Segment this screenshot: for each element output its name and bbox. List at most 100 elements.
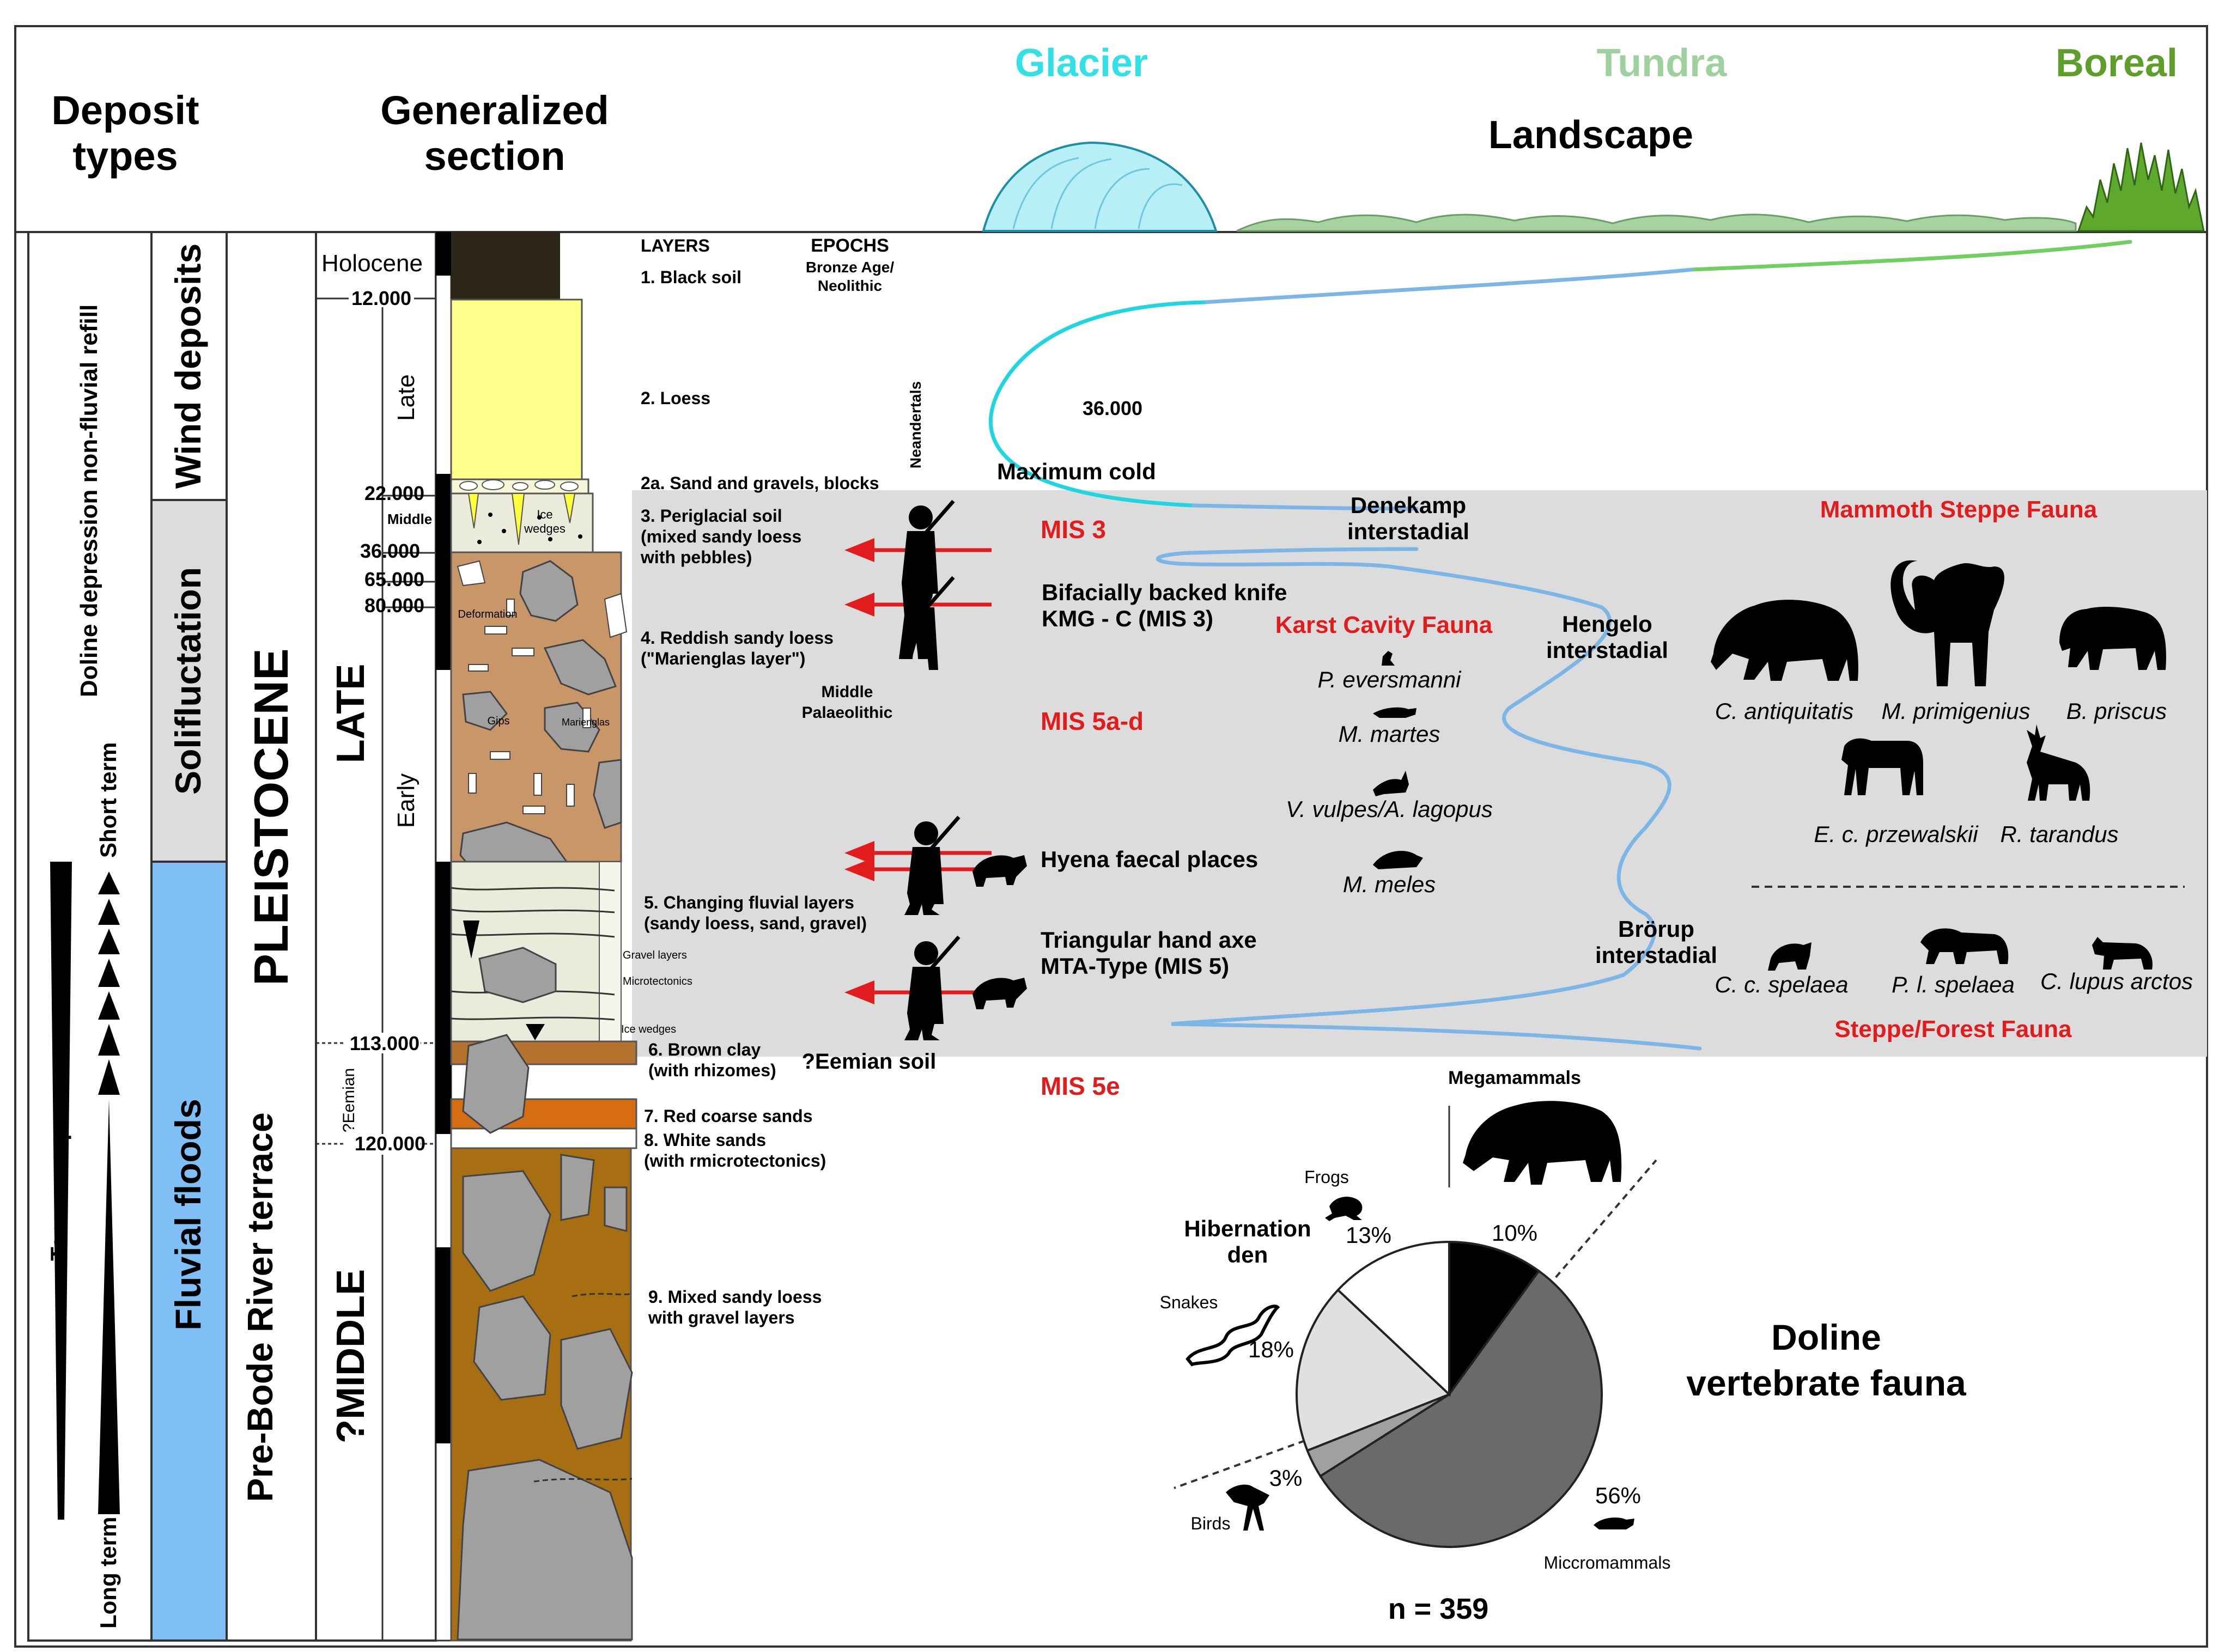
svg-text:22.000: 22.000 xyxy=(364,482,424,504)
svg-text:Frogs: Frogs xyxy=(1304,1167,1349,1187)
deformation-label: Deformation xyxy=(458,608,518,620)
svg-text:2a. Sand and gravels, blocks: 2a. Sand and gravels, blocks xyxy=(641,473,879,493)
pie-slice-frogs xyxy=(1336,1240,1450,1397)
sub-middle-label: Middle xyxy=(387,511,432,527)
pie-slice-snakes xyxy=(1296,1288,1451,1452)
svg-text:Bifacially backed knife: Bifacially backed knife xyxy=(1042,580,1287,605)
svg-text:interstadial: interstadial xyxy=(1347,519,1469,544)
svg-text:Bronze Age/: Bronze Age/ xyxy=(806,259,895,276)
middle-q-label: ?MIDDLE xyxy=(329,1269,373,1443)
svg-text:Brörup: Brörup xyxy=(1618,916,1694,942)
svg-text:M. primigenius: M. primigenius xyxy=(1881,698,2030,724)
pie-slice-megamammals xyxy=(1448,1240,1541,1398)
svg-text:7. Red coarse sands: 7. Red coarse sands xyxy=(644,1106,812,1126)
climate-labels: 36.000 Maximum cold Denekamp interstadia… xyxy=(997,397,1717,968)
svg-text:vertebrate fauna: vertebrate fauna xyxy=(1686,1363,1967,1403)
climate-curve xyxy=(989,240,2132,1051)
deposit-types-heading: Deposit types xyxy=(51,88,199,179)
svg-text:4. Reddish sandy loess: 4. Reddish sandy loess xyxy=(641,628,834,648)
fox-icon xyxy=(1373,771,1409,796)
fluvial-floods-cell xyxy=(150,861,228,1642)
svg-text:Hibernation: Hibernation xyxy=(1184,1216,1311,1241)
tundra-label: Tundra xyxy=(1597,41,1728,85)
steppe-forest-title: Steppe/Forest Fauna xyxy=(1834,1016,2072,1043)
svg-text:M. martes: M. martes xyxy=(1339,721,1440,747)
svg-text:C. c. spelaea: C. c. spelaea xyxy=(1715,972,1848,997)
svg-text:5. Changing fluvial layers: 5. Changing fluvial layers xyxy=(644,893,854,912)
svg-text:9. Mixed sandy loess: 9. Mixed sandy loess xyxy=(648,1287,822,1307)
svg-text:types: types xyxy=(72,133,178,179)
svg-text:Middle: Middle xyxy=(822,683,873,701)
karst-fauna-species: P. eversmanni M. martes V. vulpes/A. lag… xyxy=(1286,667,1493,897)
tundra-hills xyxy=(1236,214,2077,232)
svg-text:Megamammals: Megamammals xyxy=(1448,1068,1581,1088)
pleistocene-label: PLEISTOCENE xyxy=(244,648,298,985)
holocene-label: Holocene xyxy=(321,250,423,277)
doline-label: Doline depression non-fluvial refill xyxy=(76,304,102,697)
doline-pie-chart xyxy=(1296,1240,1603,1548)
pie-divider-mega xyxy=(1547,1159,1657,1287)
long-term-label: Long term xyxy=(95,1517,121,1629)
bison-icon xyxy=(2059,607,2166,670)
steppe-forest-icons xyxy=(1768,928,2153,971)
svg-text:P. eversmanni: P. eversmanni xyxy=(1317,667,1462,692)
svg-text:3%: 3% xyxy=(1269,1465,1303,1491)
svg-text:Birds: Birds xyxy=(1191,1514,1231,1533)
svg-text:12.000: 12.000 xyxy=(351,287,411,309)
marienglas-label: Marienglas xyxy=(562,717,610,728)
glacier-label: Glacier xyxy=(1015,41,1148,85)
svg-text:C. lupus arctos: C. lupus arctos xyxy=(2040,968,2193,994)
svg-text:MIS 5a-d: MIS 5a-d xyxy=(1041,707,1144,735)
pie-slice-miccromammals xyxy=(1318,1269,1603,1548)
cave-lion-icon xyxy=(1920,928,2009,964)
svg-text:10%: 10% xyxy=(1492,1220,1537,1246)
generalized-section: Ice wedges Deformation Gips Marienglas xyxy=(435,231,692,1642)
svg-text:8. White sands: 8. White sands xyxy=(644,1130,766,1150)
svg-text:13%: 13% xyxy=(1346,1222,1391,1248)
frog-icon xyxy=(1325,1197,1363,1221)
svg-text:V. vulpes/A. lagopus: V. vulpes/A. lagopus xyxy=(1286,796,1493,822)
badger-icon xyxy=(1373,851,1423,869)
svg-text:(with rmicrotectonics): (with rmicrotectonics) xyxy=(644,1151,826,1171)
svg-text:65.000: 65.000 xyxy=(364,568,424,590)
layer-8-white-sands xyxy=(450,1127,637,1149)
svg-text:2. Loess: 2. Loess xyxy=(641,388,710,408)
landscape-heading: Landscape xyxy=(1488,113,1693,157)
svg-text:Deposit: Deposit xyxy=(51,88,199,133)
wind-deposits-label: Wind deposits xyxy=(168,243,208,489)
doline-fauna-icons xyxy=(1186,1101,1634,1531)
solifluction-label: Solifluctation xyxy=(168,567,208,795)
svg-text:?Eemian soil: ?Eemian soil xyxy=(802,1050,937,1074)
svg-text:B. priscus: B. priscus xyxy=(2066,698,2167,724)
svg-text:C. antiquitatis: C. antiquitatis xyxy=(1715,698,1853,724)
age-labels: 12.000 22.000 36.000 65.000 80.000 113.0… xyxy=(344,287,425,1155)
neandertal-icon xyxy=(899,499,960,1040)
mammoth-fauna-title: Mammoth Steppe Fauna xyxy=(1820,496,2098,523)
svg-text:MTA-Type (MIS 5): MTA-Type (MIS 5) xyxy=(1041,953,1229,979)
short-term-label: Short term xyxy=(95,742,121,858)
mammoth-fauna-species: C. antiquitatis M. primigenius B. priscu… xyxy=(1715,698,2167,847)
svg-text:36.000: 36.000 xyxy=(360,540,420,562)
fluvial-floods-label: Fluvial floods xyxy=(168,1099,208,1330)
terrace-sequence-arrows xyxy=(50,862,120,1520)
microtectonics-label: Microtectonics xyxy=(623,976,692,987)
eemian-q-label: ?Eemian xyxy=(340,1068,358,1132)
svg-text:120.000: 120.000 xyxy=(355,1132,425,1155)
boreal-label: Boreal xyxy=(2056,41,2178,85)
svg-text:36.000: 36.000 xyxy=(1083,397,1142,419)
mis-labels: MIS 3 MIS 5a-d MIS 5e xyxy=(1041,515,1144,1100)
svg-text:Maximum cold: Maximum cold xyxy=(997,459,1156,484)
layer-descriptions: LAYERS 1. Black soil 2. Loess 2a. Sand a… xyxy=(640,236,879,1327)
steppe-forest-species: C. c. spelaea P. l. spelaea C. lupus arc… xyxy=(1715,968,2193,997)
woolly-rhino-icon xyxy=(1711,600,1858,681)
mammoth-fauna-icons xyxy=(1711,560,2166,801)
pie-divider-birds xyxy=(1174,1440,1305,1489)
svg-text:Hyena faecal places: Hyena faecal places xyxy=(1041,846,1258,872)
epoch-labels: EPOCHS Bronze Age/ Neolithic Neandertals… xyxy=(802,235,937,1074)
gips-label: Gips xyxy=(487,715,509,727)
svg-text:MIS 5e: MIS 5e xyxy=(1041,1072,1120,1100)
svg-text:6. Brown clay: 6. Brown clay xyxy=(648,1040,761,1059)
svg-text:P. l. spelaea: P. l. spelaea xyxy=(1892,972,2015,997)
generalized-section-heading: Generalized section xyxy=(380,88,609,179)
svg-text:Triangular hand axe: Triangular hand axe xyxy=(1041,927,1257,953)
